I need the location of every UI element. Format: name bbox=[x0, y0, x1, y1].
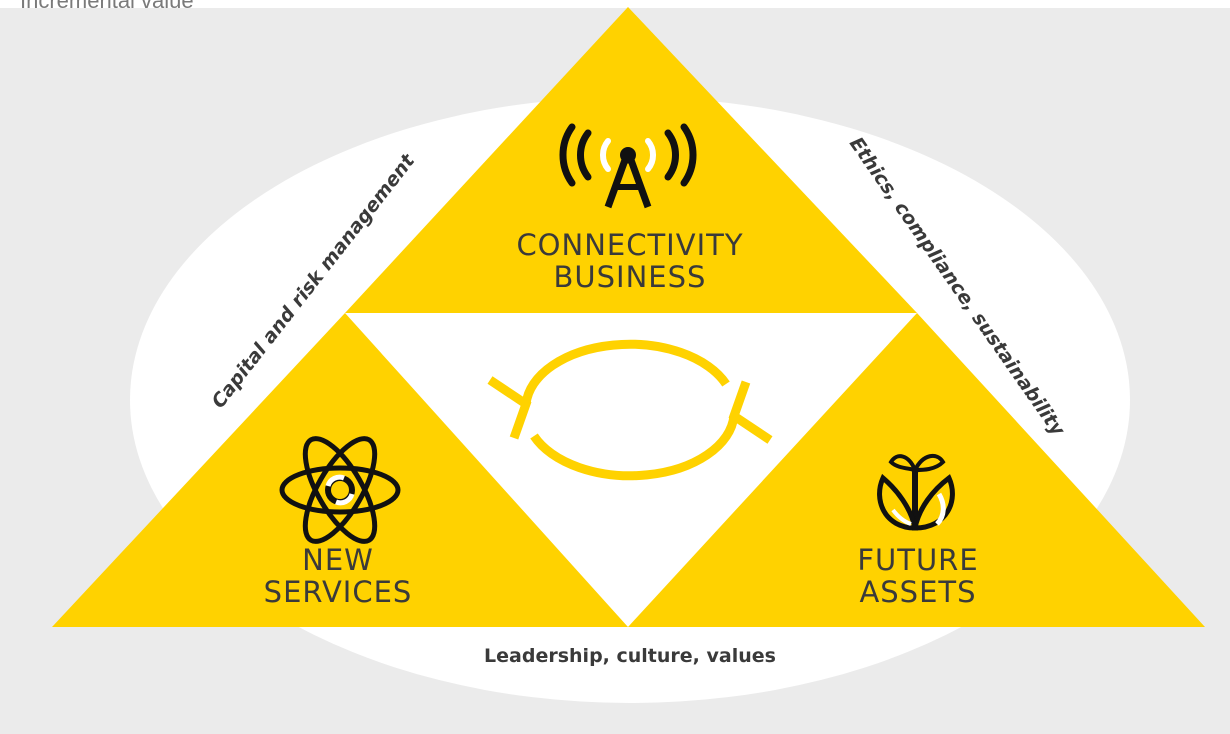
refresh-cycle-icon bbox=[487, 339, 773, 481]
atom-icon bbox=[279, 436, 401, 544]
connectivity-line2: BUSINESS bbox=[554, 260, 707, 294]
new-services-line2: SERVICES bbox=[264, 575, 413, 609]
sprout-icon bbox=[877, 453, 955, 531]
top-caption: Incremental value bbox=[20, 0, 194, 13]
center-triangle bbox=[345, 313, 917, 627]
side-label-bottom: Leadership, culture, values bbox=[484, 645, 776, 667]
future-assets-line1: FUTURE bbox=[857, 543, 978, 577]
top-strip bbox=[0, 0, 1230, 8]
new-services-line1: NEW bbox=[302, 543, 374, 577]
antenna-icon bbox=[559, 123, 697, 209]
future-assets-line2: ASSETS bbox=[859, 575, 976, 609]
connectivity-line1: CONNECTIVITY bbox=[516, 228, 743, 262]
